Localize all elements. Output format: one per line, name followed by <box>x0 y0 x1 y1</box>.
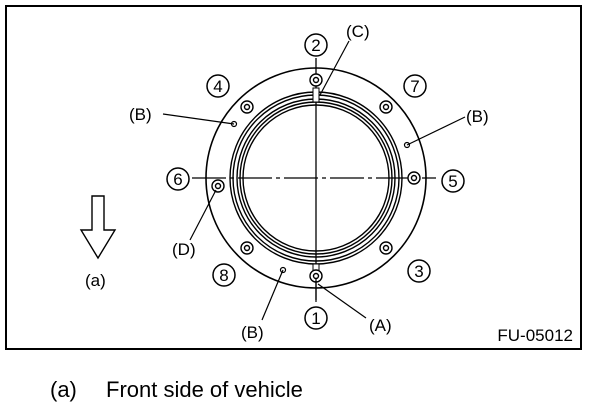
number-label-2: 2 <box>311 36 320 55</box>
legend-caption: (a) Front side of vehicle <box>50 377 303 403</box>
number-label-4: 4 <box>213 77 222 96</box>
callout-b-left: (B) <box>129 105 152 124</box>
number-circle-8 <box>212 263 236 287</box>
leader-lines <box>162 40 466 321</box>
number-labels: 1 2 3 4 5 6 7 8 <box>173 36 457 328</box>
number-label-5: 5 <box>448 172 457 191</box>
bolt-8 <box>240 241 254 255</box>
number-circle-6 <box>166 167 190 191</box>
number-circle-3 <box>407 259 431 283</box>
callout-b-right: (B) <box>466 107 489 126</box>
legend-text: Front side of vehicle <box>106 377 303 402</box>
figure-frame <box>5 5 582 350</box>
bolt-5 <box>407 171 421 185</box>
number-circle-4 <box>206 74 230 98</box>
number-circle-5 <box>441 169 465 193</box>
direction-label: (a) <box>85 271 106 290</box>
front-direction-arrow: (a) <box>79 195 117 290</box>
callout-d: (D) <box>172 240 196 259</box>
bolt-2 <box>309 73 323 87</box>
legend-key: (a) <box>50 377 77 402</box>
callout-labels: (B) (B) (B) (C) (D) (A) <box>129 22 489 342</box>
number-label-6: 6 <box>173 170 182 189</box>
number-circle-1 <box>304 306 328 330</box>
callout-a: (A) <box>369 316 392 335</box>
callout-c: (C) <box>346 22 370 41</box>
alignment-mark-top <box>312 87 320 103</box>
bolt-7 <box>379 100 393 114</box>
figure-code: FU-05012 <box>497 326 573 345</box>
number-circle-2 <box>304 33 328 57</box>
bolt-4 <box>240 100 254 114</box>
number-label-3: 3 <box>414 262 423 281</box>
number-label-7: 7 <box>410 77 419 96</box>
number-circle-7 <box>403 74 427 98</box>
bolt-6 <box>211 179 225 193</box>
number-label-8: 8 <box>219 266 228 285</box>
callout-b-bottom: (B) <box>241 323 264 342</box>
number-label-1: 1 <box>311 309 320 328</box>
number-circles <box>166 33 465 330</box>
bolt-3 <box>379 241 393 255</box>
